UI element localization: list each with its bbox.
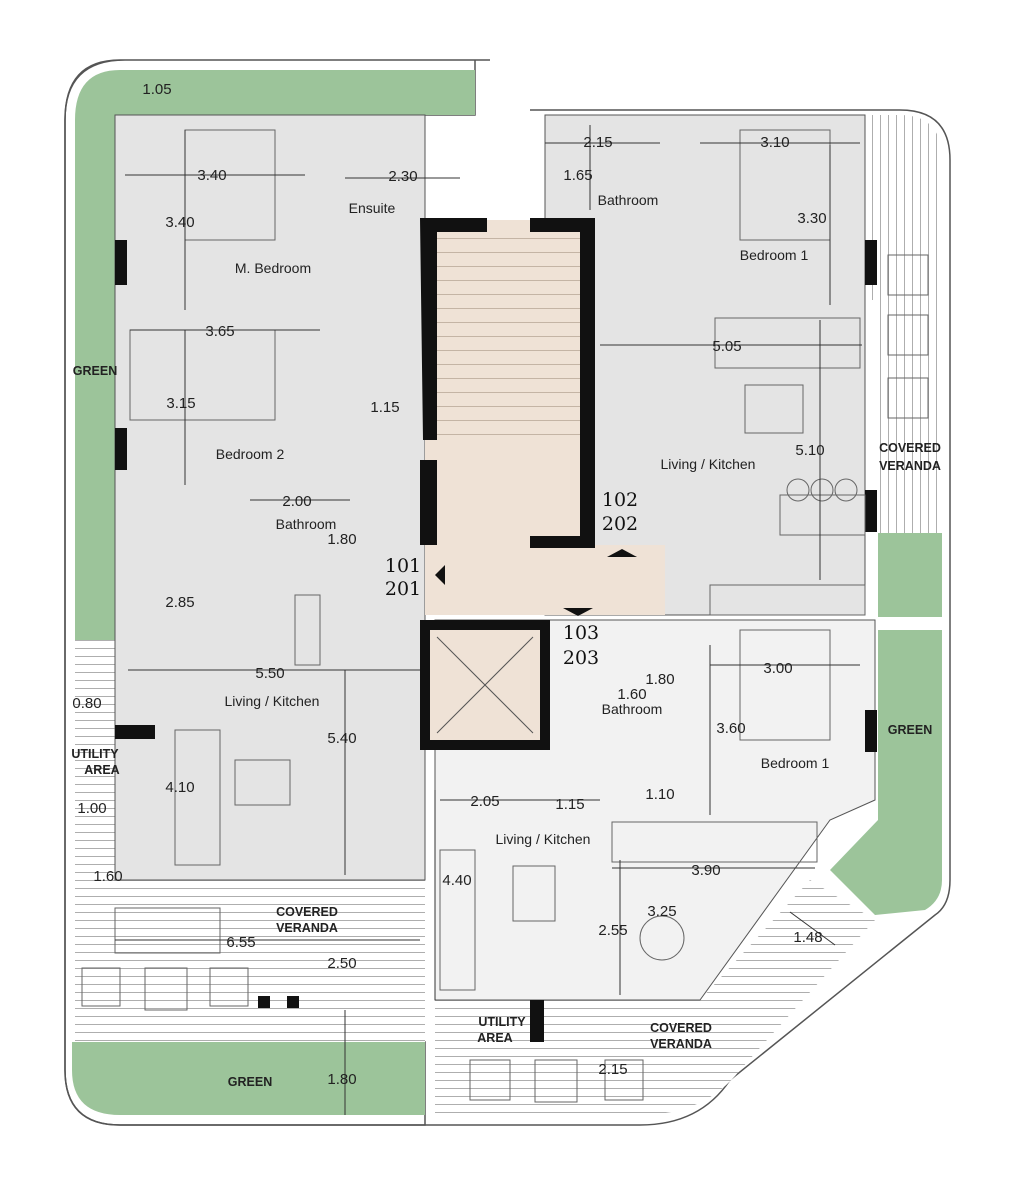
dimension-label: 3.90 (691, 862, 720, 879)
elevator-cross (436, 636, 534, 734)
dimension-label: 1.15 (370, 399, 399, 416)
room-label-utility: UTILITY (71, 747, 119, 761)
dimension-label: 1.15 (555, 796, 584, 813)
dimension-label: 3.00 (763, 660, 792, 677)
outer-boundary (64, 59, 951, 1126)
dimension-label: 1.00 (77, 800, 106, 817)
room-label-covered-veranda: COVERED (276, 905, 338, 919)
room-label-covered-veranda: VERANDA (276, 921, 338, 935)
dimension-label: 3.40 (165, 214, 194, 231)
room-label-covered-veranda: COVERED (879, 441, 941, 455)
room-label-bedroom-2: Bedroom 2 (216, 446, 285, 462)
entry-arrow-103 (563, 608, 593, 616)
dimension-label: 1.60 (617, 686, 646, 703)
veranda-bottom-right (435, 880, 875, 1115)
dimension-label: 5.05 (712, 338, 741, 355)
room-label-green: GREEN (73, 364, 117, 378)
dimension-label: 3.10 (760, 134, 789, 151)
room-label-utility: UTILITY (478, 1015, 526, 1029)
dimension-label: 0.80 (72, 695, 101, 712)
dimension-label: 1.60 (93, 868, 122, 885)
dimension-lines (115, 125, 862, 1115)
unit-number: 103 (563, 622, 599, 644)
dimension-label: 2.50 (327, 955, 356, 972)
veranda-bottom-left (115, 880, 425, 1042)
veranda-right (865, 115, 942, 533)
dimension-label: 2.15 (583, 134, 612, 151)
dimension-label: 3.30 (797, 210, 826, 227)
room-label-covered-veranda: VERANDA (879, 459, 941, 473)
room-label-bathroom: Bathroom (602, 701, 663, 717)
dimension-label: 3.60 (716, 720, 745, 737)
dimension-label: 1.10 (645, 786, 674, 803)
dimension-label: 4.40 (442, 872, 471, 889)
room-label-bathroom: Bathroom (598, 192, 659, 208)
room-label-utility: AREA (84, 763, 119, 777)
room-label-green: GREEN (888, 723, 932, 737)
wall-pier (865, 240, 877, 285)
dimension-label: 3.15 (166, 395, 195, 412)
unit-number: 202 (602, 513, 638, 535)
room-label-utility: AREA (477, 1031, 512, 1045)
dimension-label: 3.25 (647, 903, 676, 920)
dimension-label: 2.05 (470, 793, 499, 810)
apartment-101 (114, 114, 426, 881)
dimension-label: 2.30 (388, 168, 417, 185)
room-label-living-kitchen: Living / Kitchen (225, 693, 320, 709)
dimension-label: 2.85 (165, 594, 194, 611)
room-label-master-bedroom: M. Bedroom (235, 260, 311, 276)
unit-number: 101 (385, 555, 421, 577)
room-labels: Ensuite M. Bedroom Bedroom 2 Bathroom Li… (71, 192, 941, 1089)
room-label-living-kitchen: Living / Kitchen (496, 831, 591, 847)
dimension-label: 1.80 (645, 671, 674, 688)
dimension-label: 5.10 (795, 442, 824, 459)
unit-number: 203 (563, 647, 599, 669)
dimension-label: 1.80 (327, 531, 356, 548)
dimension-label: 2.00 (282, 493, 311, 510)
bollard (287, 996, 299, 1008)
unit-numbers: 101 201 102 202 103 203 (385, 489, 638, 669)
room-label-living-kitchen: Living / Kitchen (661, 456, 756, 472)
room-label-bedroom-1: Bedroom 1 (740, 247, 809, 263)
wall-pier (115, 428, 127, 470)
dimension-label: 2.55 (598, 922, 627, 939)
stairs (437, 232, 580, 437)
dimension-label: 6.55 (226, 934, 255, 951)
dimension-label: 1.48 (793, 929, 822, 946)
room-label-covered-veranda: VERANDA (650, 1037, 712, 1051)
dimension-label: 2.15 (598, 1061, 627, 1078)
room-label-green: GREEN (228, 1075, 272, 1089)
bollard (258, 996, 270, 1008)
room-label-bedroom-1: Bedroom 1 (761, 755, 830, 771)
room-label-ensuite: Ensuite (349, 200, 396, 216)
furniture (81, 129, 929, 1103)
dimension-labels: 1.05 3.40 2.30 3.40 3.65 3.15 1.15 2.00 … (72, 81, 826, 1088)
unit-number: 201 (385, 578, 421, 600)
green-area-bottom (72, 1042, 425, 1115)
wall-pier (865, 710, 877, 752)
dimension-label: 4.10 (165, 779, 194, 796)
apartment-102 (544, 114, 866, 616)
green-area-right (878, 533, 942, 617)
wall-pier (530, 1000, 544, 1042)
dimension-label: 5.50 (255, 665, 284, 682)
room-label-bathroom: Bathroom (276, 516, 337, 532)
dimension-label: 1.80 (327, 1071, 356, 1088)
dimension-label: 5.40 (327, 730, 356, 747)
entry-arrow-101 (435, 565, 445, 585)
dimension-label: 1.65 (563, 167, 592, 184)
wall-pier (115, 725, 155, 739)
room-label-covered-veranda: COVERED (650, 1021, 712, 1035)
dimension-label: 1.05 (142, 81, 171, 98)
entry-arrow-102 (607, 549, 637, 557)
wall-pier (115, 240, 127, 285)
dimension-label: 3.65 (205, 323, 234, 340)
dimension-label: 3.40 (197, 167, 226, 184)
green-area-right-lower (830, 630, 942, 915)
wall-pier (865, 490, 877, 532)
unit-number: 102 (602, 489, 638, 511)
